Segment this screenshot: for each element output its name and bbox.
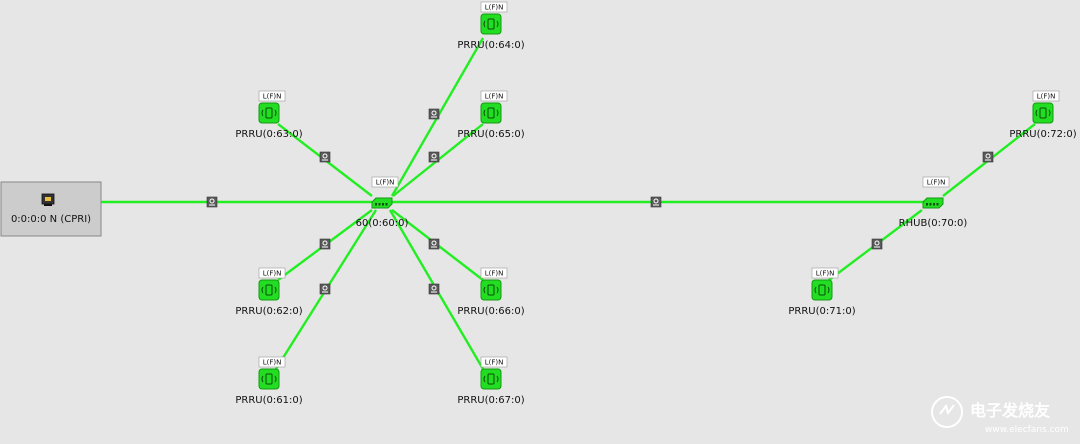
radio-unit-icon (480, 368, 502, 390)
watermark-text: 电子发烧友 (970, 401, 1051, 420)
node-label: RHUB(0:70:0) (899, 218, 968, 229)
radio-unit-icon (258, 102, 280, 124)
radio-unit-icon (258, 368, 280, 390)
hub-switch-icon (922, 197, 944, 209)
port-marker-icon[interactable] (428, 151, 440, 163)
status-tag: L(F)N (371, 176, 399, 188)
radio-unit-icon (811, 279, 833, 301)
nodes-layer: L(F)N 60(0:60:0) L(F)N PRRU(0:64:0) L(F)N PRR… (235, 1, 1077, 406)
status-tag: L(F)N (1032, 90, 1060, 102)
node-prru63[interactable]: L(F)N PRRU(0:63:0) (235, 90, 303, 140)
port-marker-icon[interactable] (319, 238, 331, 250)
status-tag: L(F)N (922, 176, 950, 188)
radio-unit-icon (480, 279, 502, 301)
port-marker-icon[interactable] (428, 108, 440, 120)
node-label: PRRU(0:66:0) (457, 306, 524, 317)
node-prru71[interactable]: L(F)N PRRU(0:71:0) (788, 267, 856, 317)
port-marker-icon[interactable] (319, 151, 331, 163)
node-prru72[interactable]: L(F)N PRRU(0:72:0) (1009, 90, 1077, 140)
status-tag-text: L(F)N (1037, 93, 1056, 101)
port-marker-icon[interactable] (319, 283, 331, 295)
radio-unit-icon (258, 279, 280, 301)
status-tag-text: L(F)N (263, 93, 282, 101)
port-marker-icon[interactable] (650, 196, 662, 208)
ethernet-port-icon (41, 193, 55, 206)
port-marker-icon[interactable] (982, 151, 994, 163)
node-label: PRRU(0:65:0) (457, 129, 524, 140)
host-box-frame (0, 181, 102, 237)
radio-unit-icon (480, 13, 502, 35)
status-tag-text: L(F)N (263, 270, 282, 278)
radio-unit-icon (480, 102, 502, 124)
node-label: PRRU(0:72:0) (1009, 129, 1076, 140)
radio-unit-icon (1032, 102, 1054, 124)
node-prru67[interactable]: L(F)N PRRU(0:67:0) (457, 356, 525, 406)
status-tag-text: L(F)N (927, 179, 946, 187)
status-tag-text: L(F)N (485, 359, 504, 367)
node-label: PRRU(0:63:0) (235, 129, 302, 140)
port-marker-icon[interactable] (206, 196, 218, 208)
status-tag: L(F)N (258, 90, 286, 102)
status-tag: L(F)N (811, 267, 839, 279)
node-prru66[interactable]: L(F)N PRRU(0:66:0) (457, 267, 525, 317)
hub-switch-icon (371, 197, 393, 209)
node-label: PRRU(0:71:0) (788, 306, 855, 317)
node-label: PRRU(0:67:0) (457, 395, 524, 406)
status-tag-text: L(F)N (485, 270, 504, 278)
status-tag: L(F)N (480, 267, 508, 279)
port-marker-icon[interactable] (428, 238, 440, 250)
status-tag-text: L(F)N (376, 179, 395, 187)
status-tag: L(F)N (258, 356, 286, 368)
status-tag: L(F)N (480, 90, 508, 102)
node-label: PRRU(0:61:0) (235, 395, 302, 406)
status-tag-text: L(F)N (816, 270, 835, 278)
host-cpri-node[interactable]: 0:0:0:0 N (CPRI) (0, 181, 102, 237)
watermark: 电子发烧友 www.elecfans.com (931, 396, 1069, 435)
node-label: 60(0:60:0) (356, 218, 409, 229)
watermark-url: www.elecfans.com (985, 425, 1069, 435)
status-tag: L(F)N (480, 356, 508, 368)
node-hub60[interactable]: L(F)N 60(0:60:0) (356, 176, 409, 229)
port-markers-layer (206, 108, 994, 295)
host-label: 0:0:0:0 N (CPRI) (11, 214, 91, 225)
node-label: PRRU(0:62:0) (235, 306, 302, 317)
status-tag-text: L(F)N (263, 359, 282, 367)
port-marker-icon[interactable] (871, 238, 883, 250)
port-marker-icon[interactable] (428, 283, 440, 295)
status-tag-text: L(F)N (485, 4, 504, 12)
status-tag: L(F)N (258, 267, 286, 279)
node-prru65[interactable]: L(F)N PRRU(0:65:0) (457, 90, 525, 140)
status-tag-text: L(F)N (485, 93, 504, 101)
node-rhub70[interactable]: L(F)N RHUB(0:70:0) (899, 176, 968, 229)
status-tag: L(F)N (480, 1, 508, 13)
node-prru62[interactable]: L(F)N PRRU(0:62:0) (235, 267, 303, 317)
node-label: PRRU(0:64:0) (457, 40, 524, 51)
watermark-logo-icon (931, 396, 963, 428)
node-prru64[interactable]: L(F)N PRRU(0:64:0) (457, 1, 525, 51)
node-prru61[interactable]: L(F)N PRRU(0:61:0) (235, 356, 303, 406)
